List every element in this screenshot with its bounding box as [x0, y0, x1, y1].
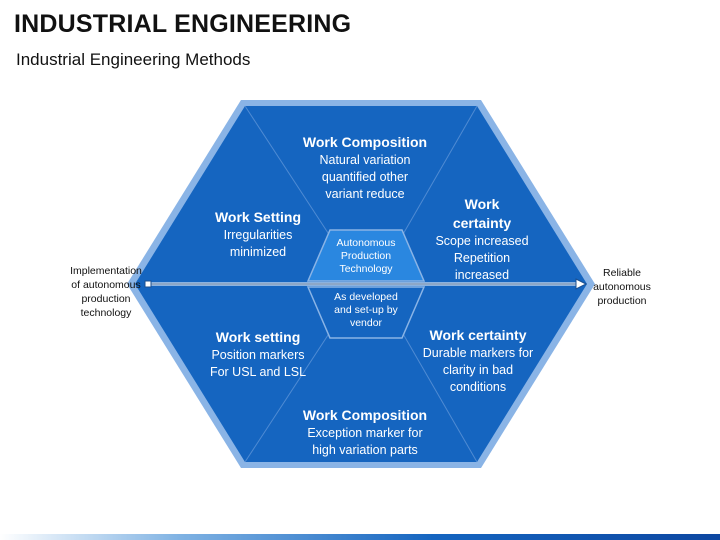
segment-lower-right-line: clarity in bad [442, 363, 514, 377]
divider-line-upper-right [401, 105, 478, 237]
segment-upper-right-title: certainty [452, 215, 512, 231]
page-subtitle: Industrial Engineering Methods [16, 50, 251, 69]
center-bottom-line: As developed [334, 291, 398, 303]
segment-lower-left-line: Position markers [211, 348, 305, 362]
segment-lower-left: Work setting Position markers For USL an… [194, 328, 322, 381]
right-side-label: Reliable autonomous production [582, 266, 662, 308]
segment-top: Work Composition Natural variation quant… [290, 133, 440, 203]
segment-upper-left-line: Irregularities [223, 228, 293, 242]
segment-lower-right-line: Durable markers for [422, 346, 534, 360]
segment-upper-right-line: Scope increased [435, 234, 529, 248]
left-side-line: Implementation [70, 265, 142, 277]
segment-top-line: variant reduce [325, 187, 405, 201]
segment-bottom-line: Exception marker for [307, 426, 423, 440]
divider-line-lower-right [401, 331, 478, 463]
segment-lower-right-title: Work certainty [429, 327, 527, 343]
segment-lower-right: Work certainty Durable markers for clari… [405, 326, 551, 396]
left-side-line: production [81, 293, 131, 305]
segment-bottom-line: high variation parts [312, 443, 418, 457]
left-side-line: technology [80, 307, 132, 319]
segment-top-line: quantified other [321, 170, 409, 184]
center-top-line: Autonomous [336, 237, 396, 249]
segment-upper-right: Work certainty Scope increased Repetitio… [416, 195, 548, 284]
center-top-line: Technology [339, 263, 393, 275]
segment-lower-right-line: conditions [449, 380, 507, 394]
divider-line-lower-left [244, 331, 331, 463]
footer-bar [0, 534, 720, 540]
segment-upper-left: Work Setting Irregularities minimized [198, 208, 318, 261]
center-hexagon-top [306, 229, 426, 282]
segment-upper-right-line: increased [454, 268, 510, 282]
segment-lower-left-line: For USL and LSL [209, 365, 307, 379]
center-top-line: Production [340, 250, 392, 262]
page-title: INDUSTRIAL ENGINEERING [14, 10, 352, 38]
center-bottom-label: As developed and set-up by vendor [318, 291, 414, 330]
segment-upper-right-line: Repetition [453, 251, 511, 265]
center-hexagon-bottom [306, 286, 426, 339]
divider-line-upper-left [244, 105, 331, 237]
segment-upper-left-line: minimized [229, 245, 287, 259]
right-side-line: Reliable [603, 267, 641, 279]
segment-upper-right-title: Work [464, 196, 500, 212]
segment-top-line: Natural variation [319, 153, 411, 167]
arrow-head-icon [575, 278, 588, 290]
segment-top-title: Work Composition [302, 134, 428, 150]
left-side-line: of autonomous [71, 279, 141, 291]
right-side-line: production [597, 295, 647, 307]
right-side-line: autonomous [593, 281, 651, 293]
left-side-label: Implementation of autonomous production … [58, 264, 154, 320]
center-top-label: Autonomous Production Technology [318, 237, 414, 276]
arrow-tail-icon [144, 280, 152, 288]
segment-upper-left-title: Work Setting [214, 209, 302, 225]
segment-bottom-title: Work Composition [302, 407, 428, 423]
center-bottom-line: and set-up by [334, 304, 398, 316]
segment-bottom: Work Composition Exception marker for hi… [285, 406, 445, 459]
segment-lower-left-title: Work setting [215, 329, 301, 345]
center-bottom-line: vendor [349, 317, 383, 329]
